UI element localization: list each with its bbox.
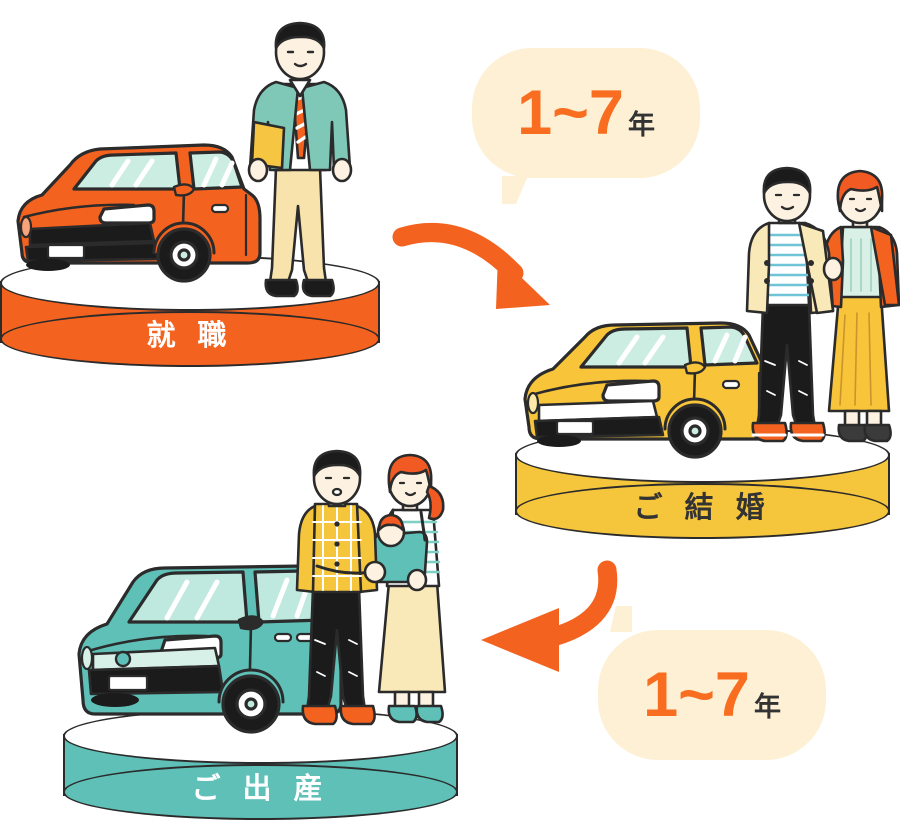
car-orange-compact-suv	[8, 135, 283, 295]
figure-family-with-baby	[293, 440, 458, 740]
podium-employment-label: 就 職	[146, 320, 234, 352]
arrow-employment-to-marriage	[392, 205, 592, 325]
podium-marriage-label: ご 結 婚	[633, 492, 772, 524]
bubble-bottom-tail	[610, 606, 632, 632]
podium-marriage-base	[515, 483, 890, 539]
stage-employment: 就 職	[0, 0, 400, 400]
podium-childbirth-base	[63, 764, 458, 820]
podium-employment-base	[0, 311, 380, 367]
bubble-top-tail	[502, 176, 528, 204]
bubble-top-unit: 年	[627, 109, 655, 140]
stage-childbirth: ご 出 産	[55, 440, 485, 828]
bubble-bottom-unit: 年	[753, 691, 781, 722]
bubble-top-number: 1~7	[517, 77, 624, 148]
stage-marriage: ご 結 婚	[505, 165, 900, 539]
bubble-top: 1~7 年	[472, 48, 700, 204]
figure-married-couple	[741, 165, 900, 460]
figure-businessman	[240, 18, 360, 308]
arrow-marriage-to-childbirth	[455, 548, 655, 678]
podium-childbirth-label: ご 出 産	[191, 773, 330, 805]
bubble-bottom: 1~7 年	[598, 606, 826, 760]
bubble-bottom-number: 1~7	[643, 659, 750, 730]
car-yellow-hatchback	[515, 315, 795, 470]
